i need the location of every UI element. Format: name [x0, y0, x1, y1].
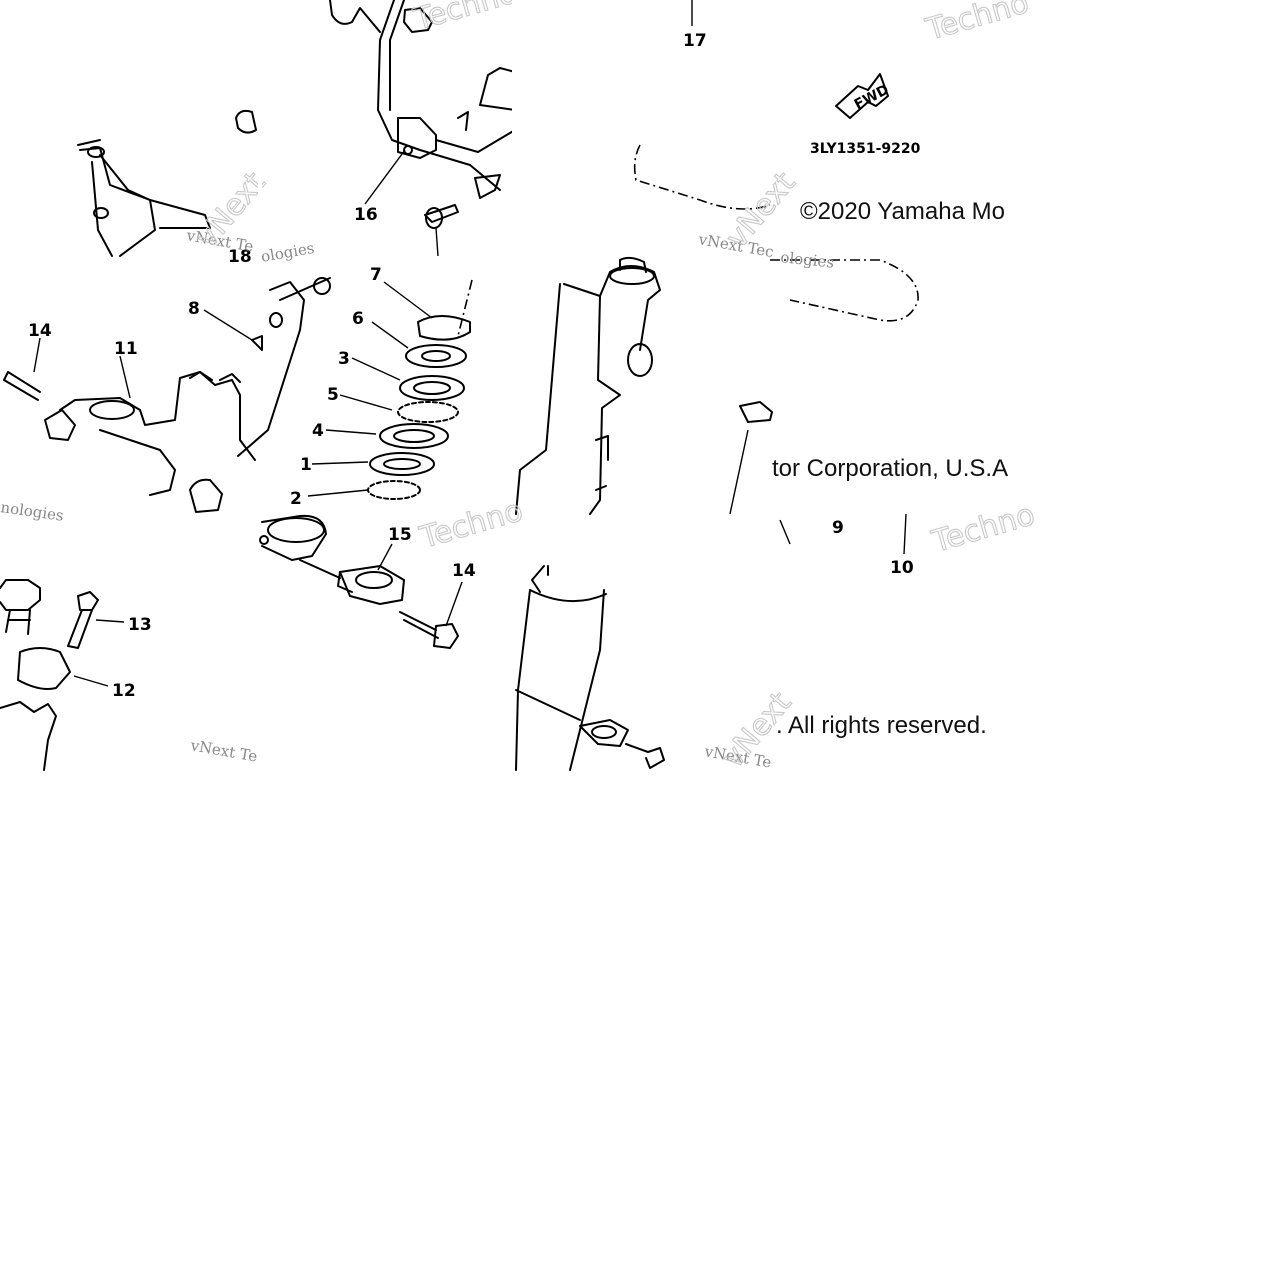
clamp-drawing [259, 514, 463, 649]
callout-17: 17 [683, 31, 707, 51]
callout-14b: 14 [452, 561, 476, 581]
watermark-techno: Techno [922, 0, 1033, 48]
under-bracket-drawing [3, 277, 331, 513]
watermark-vnext: vNext Te [188, 736, 259, 766]
callout-18: 18 [228, 247, 252, 267]
fork-drawing [515, 513, 907, 771]
callout-11: 11 [114, 339, 138, 359]
bracket-drawing [77, 109, 257, 257]
holder-bolts-drawing [0, 579, 125, 771]
watermarks: vNext Te vNext Tec vNext Te vNext Te olo… [0, 0, 1039, 776]
callout-1: 1 [300, 455, 312, 475]
callout-16: 16 [354, 205, 378, 225]
callout-7: 7 [370, 265, 382, 285]
callout-labels: 17 16 18 7 6 3 5 4 1 2 8 14 11 15 14 13 … [28, 31, 914, 701]
callout-3: 3 [338, 349, 350, 369]
watermark-techno: Techno [410, 0, 521, 38]
callout-9: 9 [832, 518, 844, 538]
watermark-techno: Techno [928, 497, 1039, 560]
callout-15: 15 [388, 525, 412, 545]
watermark-technologies: nologies [0, 498, 65, 525]
fwd-arrow: FWD [835, 73, 892, 119]
callout-13: 13 [128, 615, 152, 635]
copyright-line-3: . All rights reserved. [776, 712, 987, 739]
steering-stem [515, 256, 773, 515]
cable-guide-drawing [329, 0, 516, 257]
callout-5: 5 [327, 385, 339, 405]
callout-6: 6 [352, 309, 364, 329]
callout-8: 8 [188, 299, 200, 319]
gasket-outline [633, 144, 919, 322]
watermark-technologies: ologies [260, 239, 316, 266]
part-number: 3LY1351-9220 [810, 141, 921, 157]
callout-12: 12 [112, 681, 136, 701]
callout-14a: 14 [28, 321, 52, 341]
callout-4: 4 [312, 421, 324, 441]
watermark-techno: Techno [416, 493, 527, 556]
callout-2: 2 [290, 489, 302, 509]
callout-10: 10 [890, 558, 914, 578]
bearing-stack [307, 279, 473, 500]
watermark-technologies: ologies [780, 248, 835, 272]
copyright-line-1: ©2020 Yamaha Mo [800, 198, 1005, 225]
copyright-line-2: tor Corporation, U.S.A [772, 455, 1009, 482]
